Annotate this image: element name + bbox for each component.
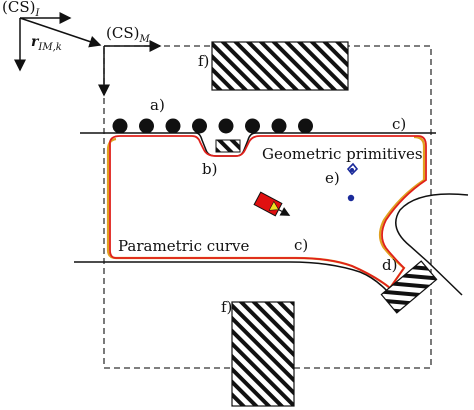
label-f-bottom: f) <box>221 298 232 316</box>
map-frame-label: (CS)M <box>106 24 150 45</box>
label-d: d) <box>382 256 397 274</box>
circle-obstacle <box>245 118 260 134</box>
label-c-top: c) <box>392 115 406 133</box>
circle-obstacle <box>271 118 287 134</box>
label-f-top: f) <box>198 52 209 70</box>
road-boundary-bottom <box>74 261 389 293</box>
circle-obstacle <box>192 118 207 134</box>
label-a: a) <box>150 96 165 114</box>
point-marker-circle <box>347 194 355 202</box>
circle-obstacle <box>165 118 181 134</box>
vehicle-body <box>253 191 283 217</box>
geometric-primitives-label: Geometric primitives <box>262 145 423 163</box>
circle-obstacle <box>218 118 234 134</box>
parametric-curve-label: Parametric curve <box>118 237 249 255</box>
circle-obstacle <box>139 118 154 134</box>
vehicle-marker <box>268 200 280 211</box>
inertial-frame-axes <box>14 12 72 72</box>
offset-vector-arrow <box>19 17 102 48</box>
map-frame-axes <box>98 40 162 97</box>
circle-obstacles <box>112 118 313 134</box>
hatched-obstacle-bottom <box>231 301 295 407</box>
circle-obstacle <box>298 118 313 134</box>
circle-obstacle <box>112 118 128 134</box>
vehicle <box>253 191 291 217</box>
hatched-obstacle-b <box>215 139 241 153</box>
label-e: e) <box>325 169 340 187</box>
vehicle-heading-arrow <box>278 207 291 216</box>
point-marker-dot <box>350 168 354 172</box>
label-c-bottom: c) <box>294 236 308 254</box>
road-boundary-branch <box>395 193 469 296</box>
hatched-obstacle-d <box>380 260 438 314</box>
parametric-curve <box>109 135 427 290</box>
offset-vector-label: rIM,k <box>31 34 62 53</box>
hatched-obstacle-top <box>211 41 349 91</box>
point-markers <box>346 162 359 202</box>
inertial-frame-label: (CS)I <box>2 0 40 19</box>
label-b: b) <box>202 160 217 178</box>
